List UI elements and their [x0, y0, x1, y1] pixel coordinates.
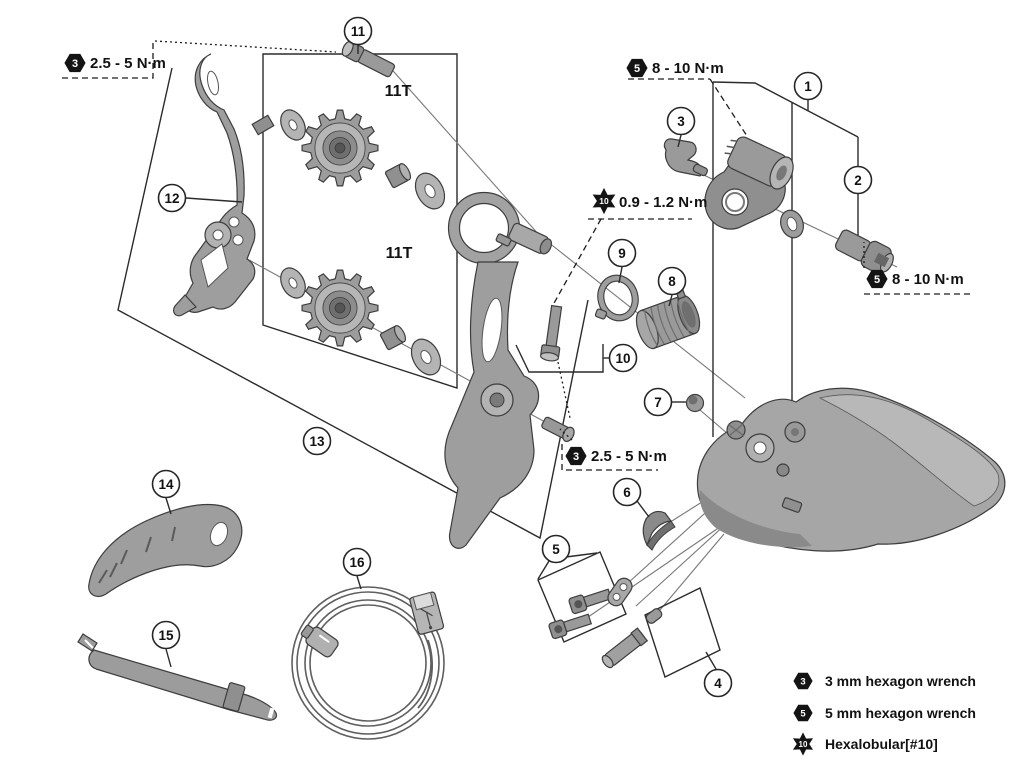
callout-5: 5 [541, 534, 571, 564]
callout-bracket-lines [712, 81, 859, 437]
part-13-outline-box [117, 67, 589, 540]
b-axle-bolt [834, 229, 894, 274]
callout-3: 3 [666, 106, 696, 136]
svg-text:2: 2 [854, 173, 862, 188]
callout-leader-lines [165, 45, 717, 670]
callout-2: 2 [843, 165, 873, 195]
torque-badge-5-top: 5 8 - 10 N·m [626, 58, 724, 78]
badge-tool-size: 3 [573, 451, 579, 463]
svg-text:10: 10 [615, 351, 630, 366]
link-plate [607, 577, 633, 607]
usb-connector [409, 591, 445, 635]
part-3-stopper-plate [663, 138, 708, 177]
part-10-bolt [539, 304, 563, 362]
cage-stopper-bolt [541, 416, 575, 443]
part-16-charging-cable [291, 586, 445, 740]
callout-9: 9 [607, 238, 637, 268]
torque-value: 8 - 10 N·m [892, 271, 964, 288]
ew-connector [300, 624, 339, 658]
torque-badge-3-top-left: 3 2.5 - 5 N·m [64, 53, 166, 73]
svg-text:10: 10 [799, 740, 808, 749]
part-7-knob [685, 393, 705, 413]
cage-guard-ring [448, 192, 520, 264]
guide-pulley [301, 109, 379, 187]
callout-8: 8 [657, 266, 687, 296]
svg-text:5: 5 [800, 708, 806, 719]
tension-pulley [301, 269, 379, 347]
legend-label: Hexalobular[#10] [825, 736, 938, 752]
svg-text:15: 15 [158, 628, 174, 643]
part-15-plug-tool [77, 633, 277, 721]
svg-text:13: 13 [309, 434, 325, 449]
legend-item-hexalobular: 10 Hexalobular[#10] [792, 732, 938, 756]
part-5-group [537, 551, 633, 643]
knuckle-washer [780, 209, 804, 239]
badge-tool-size: 5 [634, 63, 640, 75]
callouts: 1 2 3 4 5 6 7 8 9 10 11 12 13 14 15 16 [151, 16, 873, 698]
legend-item-hex5: 5 5 mm hexagon wrench [793, 704, 976, 722]
b-knuckle-unit [704, 136, 794, 230]
upper-pulley-group [280, 109, 446, 210]
inner-plate-hook [172, 294, 197, 317]
outer-plate-assembly [444, 191, 575, 549]
svg-text:3: 3 [677, 114, 685, 129]
callout-16: 16 [342, 547, 372, 577]
part-8-spring [635, 287, 701, 350]
callout-11: 11 [343, 16, 373, 46]
pulley-teeth-label-lower: 11T [386, 245, 413, 262]
legend-label: 5 mm hexagon wrench [825, 705, 976, 721]
svg-text:9: 9 [618, 246, 626, 261]
svg-text:12: 12 [164, 191, 179, 206]
torque-badge-10-mid: 10 0.9 - 1.2 N·m [592, 187, 707, 215]
part-12-inner-plate [172, 53, 275, 317]
svg-text:11: 11 [351, 24, 366, 39]
svg-text:5: 5 [552, 542, 560, 557]
part-6-wedge [642, 510, 673, 547]
legend-label: 3 mm hexagon wrench [825, 673, 976, 689]
callout-13: 13 [302, 426, 332, 456]
pulley-teeth-label-upper: 11T [385, 83, 412, 100]
callout-14: 14 [151, 469, 181, 499]
callout-15: 15 [151, 620, 181, 650]
part-14-guard-plate [88, 503, 243, 597]
callout-4: 4 [703, 668, 733, 698]
svg-text:14: 14 [158, 477, 174, 492]
pulley-axle-shaft [495, 222, 553, 255]
part-4-group [601, 587, 721, 678]
torque-badge-5-right: 5 8 - 10 N·m [866, 269, 964, 289]
svg-text:8: 8 [668, 274, 676, 289]
torque-leader-lines [62, 40, 970, 471]
svg-text:6: 6 [623, 485, 631, 500]
legend-item-hex3: 3 3 mm hexagon wrench [793, 672, 976, 690]
plate-fixing-bolt-top [341, 40, 396, 78]
svg-text:3: 3 [800, 676, 805, 687]
svg-text:16: 16 [349, 555, 365, 570]
part-9-snap-ring [594, 274, 639, 322]
part-4-bracket [644, 587, 721, 678]
lower-pulley-group [280, 267, 442, 376]
derailleur-body [696, 387, 1006, 552]
callout-10: 10 [608, 343, 638, 373]
svg-text:4: 4 [714, 676, 722, 691]
callout-12: 12 [157, 183, 187, 213]
callout-7: 7 [643, 387, 673, 417]
tool-legend: 3 3 mm hexagon wrench 5 5 mm hexagon wre… [792, 672, 976, 756]
svg-text:1: 1 [804, 79, 812, 94]
torque-value: 0.9 - 1.2 N·m [619, 194, 707, 211]
badge-tool-size: 5 [874, 274, 880, 286]
torque-value: 2.5 - 5 N·m [90, 55, 166, 72]
badge-tool-size: 3 [72, 58, 78, 70]
torque-badge-3-mid: 3 2.5 - 5 N·m [565, 446, 667, 466]
torque-value: 8 - 10 N·m [652, 60, 724, 77]
callout-1: 1 [793, 71, 823, 101]
badge-tool-size: 10 [599, 196, 609, 206]
part-11-box [262, 53, 458, 389]
svg-text:7: 7 [654, 395, 662, 410]
callout-6: 6 [612, 477, 642, 507]
torque-value: 2.5 - 5 N·m [591, 448, 667, 465]
